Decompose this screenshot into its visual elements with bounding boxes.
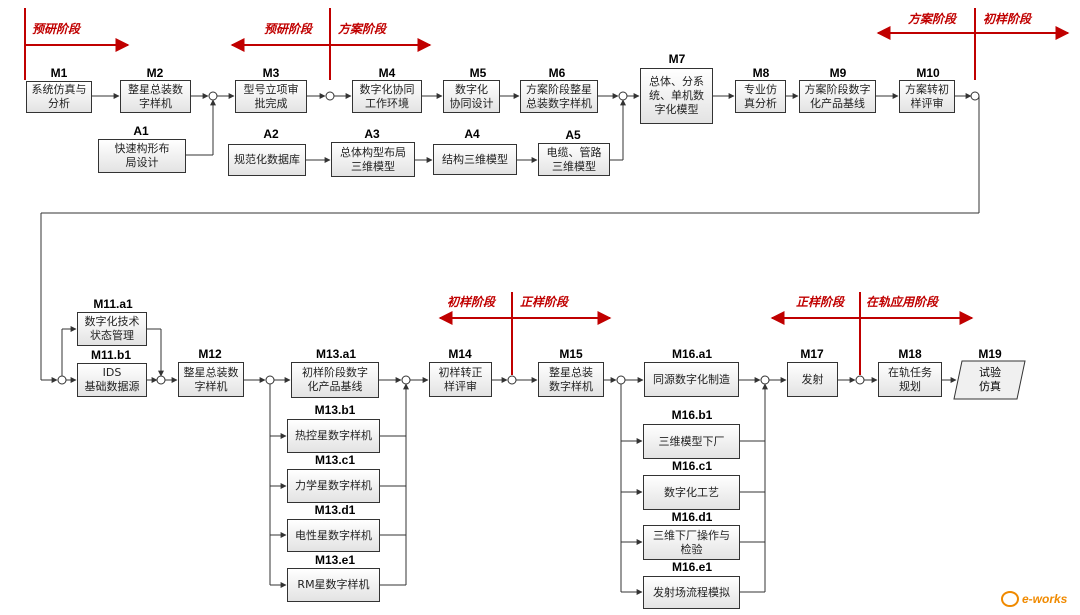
node-code-m16b1: M16.b1 — [671, 408, 713, 422]
node-m8: 专业仿 真分析 — [735, 80, 786, 113]
node-code-m19: M19 — [978, 347, 1002, 361]
node-code-m9: M9 — [829, 66, 847, 80]
node-code-m13a1: M13.a1 — [315, 347, 357, 361]
watermark: e-works — [1022, 592, 1068, 606]
node-code-m2: M2 — [146, 66, 164, 80]
node-code-m8: M8 — [752, 66, 770, 80]
node-code-m3: M3 — [262, 66, 280, 80]
node-m12: 整星总装数 字样机 — [178, 362, 244, 397]
node-m10: 方案转初 样评审 — [899, 80, 955, 113]
node-code-a3: A3 — [364, 127, 380, 141]
node-m16a1: 同源数字化制造 — [644, 362, 739, 397]
node-code-m18: M18 — [898, 347, 922, 361]
node-code-a5: A5 — [565, 128, 581, 142]
node-code-m15: M15 — [559, 347, 583, 361]
node-m1: 系统仿真与 分析 — [26, 81, 92, 113]
node-code-m14: M14 — [448, 347, 472, 361]
node-code-m16a1: M16.a1 — [671, 347, 713, 361]
node-code-m11b1: M11.b1 — [90, 348, 132, 362]
node-code-m13b1: M13.b1 — [314, 403, 356, 417]
node-m7: 总体、分系 统、单机数 字化模型 — [640, 68, 713, 124]
node-code-m13e1: M13.e1 — [314, 553, 356, 567]
m19-shape — [953, 360, 1026, 400]
node-a2: 规范化数据库 — [228, 144, 306, 176]
node-m15: 整星总装 数字样机 — [538, 362, 604, 397]
node-m4: 数字化协同 工作环境 — [352, 80, 422, 113]
phase-label-flight-1: 正样阶段 — [520, 295, 569, 309]
phase-label-preresearch-2: 预研阶段 — [264, 22, 313, 36]
node-a4: 结构三维模型 — [433, 144, 517, 175]
node-code-m5: M5 — [469, 66, 487, 80]
node-m9: 方案阶段数字 化产品基线 — [799, 80, 876, 113]
node-m2: 整星总装数 字样机 — [120, 80, 191, 113]
node-m13d1: 电性星数字样机 — [287, 519, 380, 552]
node-code-m4: M4 — [378, 66, 396, 80]
node-code-m7: M7 — [668, 52, 686, 66]
node-code-m10: M10 — [916, 66, 940, 80]
phase-markers — [24, 8, 1070, 375]
node-code-a2: A2 — [263, 127, 279, 141]
node-m18: 在轨任务 规划 — [878, 362, 942, 397]
phase-label-scheme-2: 方案阶段 — [908, 12, 957, 26]
phase-label-on-orbit: 在轨应用阶段 — [866, 295, 939, 309]
node-m16b1: 三维模型下厂 — [643, 424, 740, 459]
node-code-m16e1: M16.e1 — [671, 560, 713, 574]
phase-label-flight-2: 正样阶段 — [796, 295, 845, 309]
node-code-m16c1: M16.c1 — [671, 459, 713, 473]
node-m19: 试验 仿真 — [979, 366, 1001, 393]
node-m11b1: IDS 基础数据源 — [77, 363, 147, 397]
node-m16e1: 发射场流程模拟 — [643, 576, 740, 609]
node-code-m1: M1 — [50, 66, 68, 80]
node-code-a4: A4 — [464, 127, 480, 141]
node-m13a1: 初样阶段数字 化产品基线 — [291, 362, 379, 398]
connectors — [40, 93, 980, 595]
node-m17: 发射 — [787, 362, 838, 397]
node-m16d1: 三维下厂操作与 检验 — [643, 525, 740, 560]
node-code-a1: A1 — [133, 124, 149, 138]
node-m11a1: 数字化技术 状态管理 — [77, 312, 147, 346]
node-m6: 方案阶段整星 总装数字样机 — [520, 80, 598, 113]
node-m14: 初样转正 样评审 — [429, 362, 492, 397]
node-m3: 型号立项审 批完成 — [235, 80, 307, 113]
node-code-m11a1: M11.a1 — [93, 297, 133, 311]
phase-label-prototype-2: 初样阶段 — [447, 295, 496, 309]
node-a5: 电缆、管路 三维模型 — [538, 143, 610, 176]
node-code-m16d1: M16.d1 — [671, 510, 713, 524]
phase-label-scheme-1: 方案阶段 — [338, 22, 387, 36]
node-a3: 总体构型布局 三维模型 — [331, 142, 415, 177]
node-m5: 数字化 协同设计 — [443, 80, 500, 113]
junctions — [57, 91, 980, 385]
watermark-logo-icon — [1001, 591, 1019, 607]
phase-label-preresearch-1: 预研阶段 — [32, 22, 81, 36]
node-code-m17: M17 — [800, 347, 824, 361]
node-m13c1: 力学星数字样机 — [287, 469, 380, 503]
node-code-m6: M6 — [548, 66, 566, 80]
node-code-m13c1: M13.c1 — [314, 453, 356, 467]
phase-label-prototype-1: 初样阶段 — [983, 12, 1032, 26]
node-code-m13d1: M13.d1 — [314, 503, 356, 517]
node-a1: 快速构形布 局设计 — [98, 139, 186, 173]
node-m13b1: 热控星数字样机 — [287, 419, 380, 453]
node-code-m12: M12 — [198, 347, 222, 361]
node-m13e1: RM星数字样机 — [287, 568, 380, 602]
node-m16c1: 数字化工艺 — [643, 475, 740, 510]
